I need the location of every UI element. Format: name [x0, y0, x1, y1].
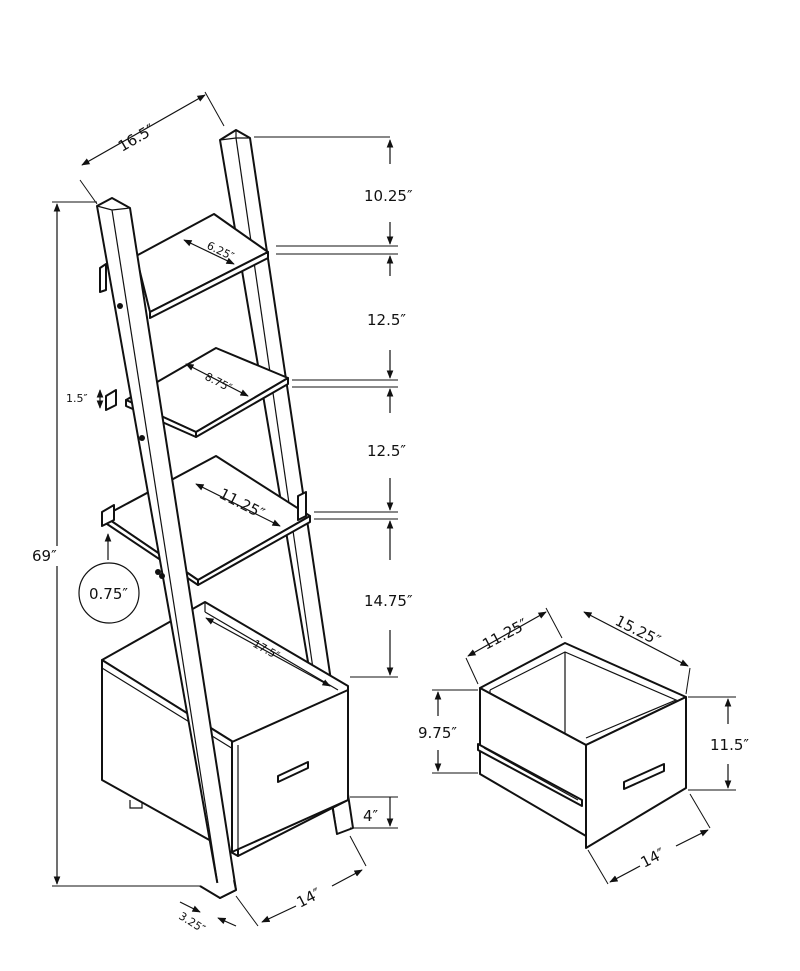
drawer-front-height-label: 11.5″	[710, 736, 749, 754]
gap-upper-label: 12.5″	[367, 311, 406, 329]
thickness-callout-label: 0.75″	[89, 585, 128, 603]
gap-lower-label: 14.75″	[364, 592, 413, 610]
front-rail	[96, 197, 237, 899]
top-width-label: 16.5″	[115, 120, 158, 155]
shelf-lip-label: 1.5″	[66, 392, 88, 405]
cabinet-depth-label: 14″	[294, 884, 325, 911]
drawer-dimension-lines	[432, 607, 736, 885]
cabinet-leg-label: 4″	[363, 807, 379, 825]
leg-offset-label: 3.25″	[176, 910, 207, 936]
gap-top-label: 10.25″	[364, 187, 413, 205]
drawer-inner-height-label: 9.75″	[418, 724, 457, 742]
drawer-front-width-label: 14″	[638, 844, 669, 871]
dimension-lines	[52, 91, 398, 927]
drawer-detail	[477, 642, 687, 849]
drawer-depth-label: 11.25″	[479, 615, 531, 654]
thickness-callout-circle	[78, 562, 140, 624]
gap-middle-label: 12.5″	[367, 442, 406, 460]
total-height-label: 69″	[32, 547, 57, 565]
drawer-width-label: 15.25″	[612, 612, 664, 650]
